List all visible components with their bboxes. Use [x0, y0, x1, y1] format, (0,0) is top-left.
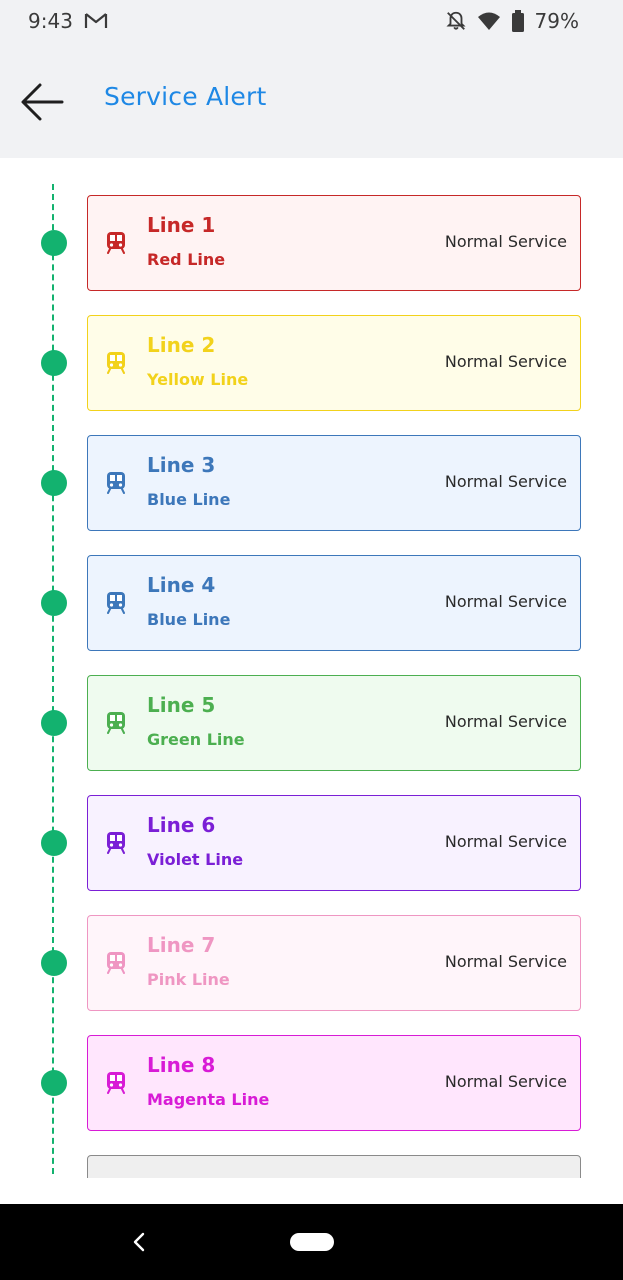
line-color-name: Pink Line — [147, 970, 230, 989]
line-color-name: Magenta Line — [147, 1090, 270, 1109]
line-card[interactable]: Line 5 Green Line Normal Service — [87, 675, 581, 771]
line-color-name: Red Line — [147, 250, 226, 269]
service-status: Normal Service — [444, 1072, 567, 1091]
line-card[interactable]: Line 1 Red Line Normal Service — [87, 195, 581, 291]
line-row[interactable]: Line 8 Magenta Line Normal Service — [0, 1035, 623, 1131]
timeline-dot — [41, 350, 67, 376]
line-row[interactable]: Line 4 Blue Line Normal Service — [0, 555, 623, 651]
line-name: Line 8 — [147, 1053, 216, 1077]
notifications-off-icon — [445, 10, 467, 36]
train-icon — [104, 590, 128, 614]
line-color-name: Violet Line — [147, 850, 244, 869]
line-card[interactable]: Line 4 Blue Line Normal Service — [87, 555, 581, 651]
line-row[interactable] — [0, 1155, 623, 1178]
line-card[interactable]: Line 8 Magenta Line Normal Service — [87, 1035, 581, 1131]
line-name: Line 2 — [147, 333, 216, 357]
timeline-line — [52, 184, 54, 1178]
train-icon — [104, 1070, 128, 1094]
line-name: Line 5 — [147, 693, 216, 717]
timeline-dot — [41, 1070, 67, 1096]
service-status: Normal Service — [444, 472, 567, 491]
train-icon — [104, 950, 128, 974]
line-name: Line 7 — [147, 933, 216, 957]
line-row[interactable]: Line 1 Red Line Normal Service — [0, 195, 623, 291]
status-time: 9:43 — [28, 9, 73, 33]
nav-back-icon[interactable] — [126, 1228, 152, 1256]
app-bar: Service Alert — [0, 44, 623, 158]
line-row[interactable]: Line 3 Blue Line Normal Service — [0, 435, 623, 531]
line-row[interactable]: Line 6 Violet Line Normal Service — [0, 795, 623, 891]
service-status: Normal Service — [444, 952, 567, 971]
train-icon — [104, 830, 128, 854]
line-card[interactable]: Line 7 Pink Line Normal Service — [87, 915, 581, 1011]
line-name: Line 1 — [147, 213, 216, 237]
line-name: Line 6 — [147, 813, 216, 837]
line-row[interactable]: Line 7 Pink Line Normal Service — [0, 915, 623, 1011]
line-card[interactable] — [87, 1155, 581, 1178]
page-title: Service Alert — [104, 82, 267, 111]
timeline-dot — [41, 710, 67, 736]
timeline-dot — [41, 230, 67, 256]
train-icon — [104, 710, 128, 734]
train-icon — [104, 230, 128, 254]
line-card[interactable]: Line 6 Violet Line Normal Service — [87, 795, 581, 891]
service-status: Normal Service — [444, 832, 567, 851]
back-button[interactable] — [16, 78, 68, 126]
service-status: Normal Service — [444, 712, 567, 731]
line-color-name: Green Line — [147, 730, 245, 749]
line-color-name: Blue Line — [147, 490, 231, 509]
arrow-left-icon — [21, 83, 64, 121]
service-status: Normal Service — [444, 352, 567, 371]
line-row[interactable]: Line 2 Yellow Line Normal Service — [0, 315, 623, 411]
train-icon — [104, 350, 128, 374]
line-card[interactable]: Line 3 Blue Line Normal Service — [87, 435, 581, 531]
status-icons — [445, 10, 525, 36]
line-color-name: Blue Line — [147, 610, 231, 629]
line-color-name: Yellow Line — [147, 370, 249, 389]
status-bar: 9:43 79% — [0, 0, 623, 44]
navigation-bar — [0, 1204, 623, 1280]
gmail-icon — [84, 11, 108, 35]
timeline-dot — [41, 830, 67, 856]
line-card[interactable]: Line 2 Yellow Line Normal Service — [87, 315, 581, 411]
service-status: Normal Service — [444, 232, 567, 251]
timeline-dot — [41, 950, 67, 976]
wifi-icon — [477, 11, 501, 35]
battery-percentage: 79% — [534, 9, 579, 33]
battery-icon — [511, 10, 525, 36]
service-status: Normal Service — [444, 592, 567, 611]
line-name: Line 3 — [147, 453, 216, 477]
train-icon — [104, 470, 128, 494]
line-name: Line 4 — [147, 573, 216, 597]
timeline-dot — [41, 470, 67, 496]
nav-home-pill[interactable] — [290, 1233, 334, 1251]
line-row[interactable]: Line 5 Green Line Normal Service — [0, 675, 623, 771]
timeline-dot — [41, 590, 67, 616]
